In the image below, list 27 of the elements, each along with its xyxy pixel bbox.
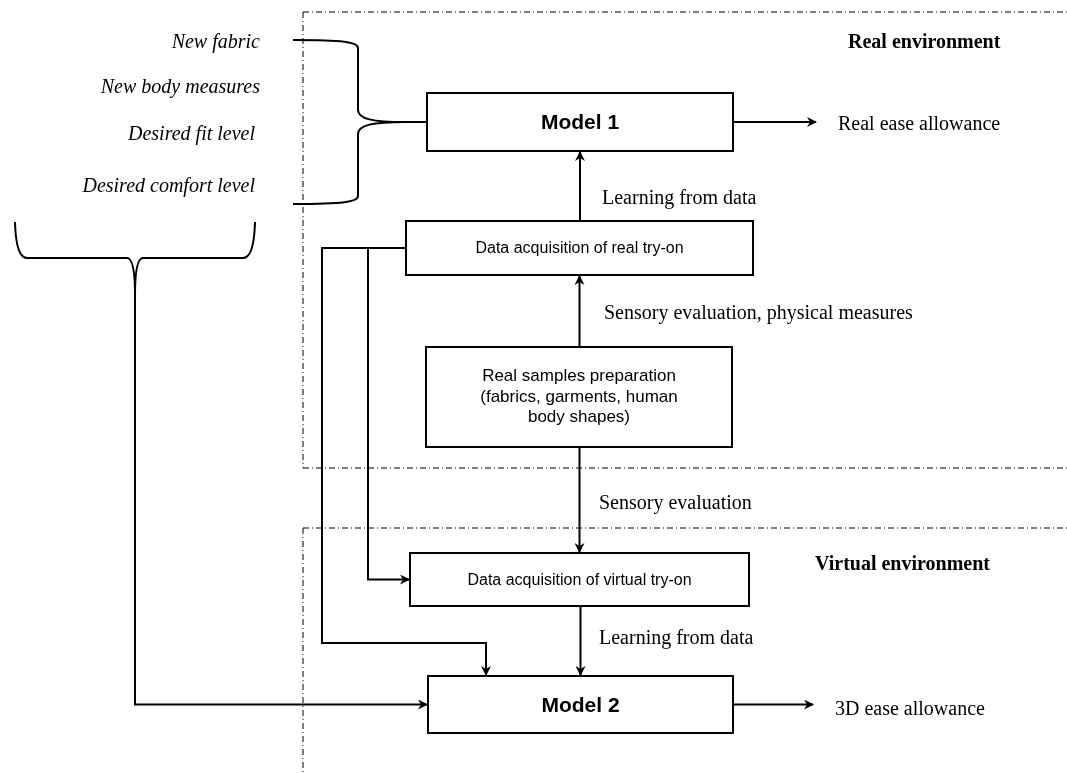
arrow <box>575 606 586 676</box>
output-text: Real ease allowance <box>838 108 1063 138</box>
output-text: 3D ease allowance <box>835 693 1060 723</box>
environment-region <box>303 12 1067 468</box>
edge-label: Learning from data <box>597 626 756 649</box>
process-box: Data acquisition of real try-on <box>405 220 754 276</box>
arrow <box>733 117 817 127</box>
input-text: New fabric <box>170 30 260 53</box>
environment-region <box>303 528 1067 773</box>
arrow <box>575 151 585 221</box>
region-heading: Real environment <box>848 30 1001 53</box>
arrow <box>134 294 428 710</box>
process-box: Data acquisition of virtual try-on <box>409 552 750 607</box>
arrow <box>574 447 585 553</box>
arrow <box>367 247 410 585</box>
input-text: Desired comfort level <box>81 174 255 197</box>
arrow <box>321 247 491 676</box>
model-box: Model 1 <box>426 92 734 152</box>
process-box: Real samples preparation (fabrics, garments, human body shapes) <box>425 346 733 448</box>
input-text: New body measures <box>99 75 260 98</box>
edge-label: Learning from data <box>600 186 759 209</box>
connector-line <box>404 121 427 123</box>
region-heading: Virtual environment <box>815 552 990 575</box>
input-text: Desired fit level <box>127 122 255 145</box>
model-box: Model 2 <box>427 675 734 734</box>
arrow <box>574 275 585 347</box>
arrow <box>733 699 814 710</box>
